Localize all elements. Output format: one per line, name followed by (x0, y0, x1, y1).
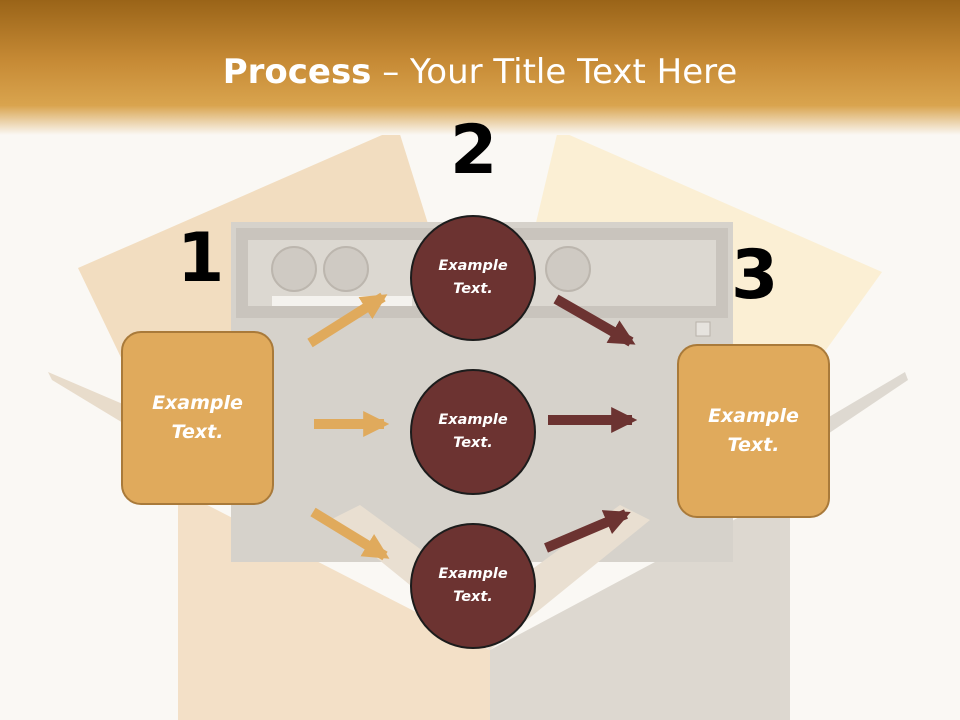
middle-circle-text: Example Text. (438, 412, 508, 451)
step-number-1: 1 (177, 219, 225, 298)
header-band (0, 0, 960, 135)
step-number-3: 3 (731, 236, 779, 315)
top-circle[interactable]: Example Text. (410, 215, 536, 341)
slide-title: Process – Your Title Text Here (0, 52, 960, 92)
arrow-left-to-top (307, 292, 388, 348)
right-text-box[interactable]: Example Text. (677, 344, 830, 518)
title-rest: – Your Title Text Here (371, 52, 738, 92)
left-box-text: Example Text. (152, 392, 243, 443)
step-number-2: 2 (450, 111, 498, 190)
title-bold: Process (222, 52, 372, 92)
bottom-circle[interactable]: Example Text. (410, 523, 536, 649)
top-circle-text: Example Text. (438, 258, 508, 297)
middle-circle[interactable]: Example Text. (410, 369, 536, 495)
arrow-left-to-bottom (310, 507, 390, 561)
left-text-box[interactable]: Example Text. (121, 331, 274, 505)
bottom-circle-text: Example Text. (438, 566, 508, 605)
arrow-top-to-right (553, 294, 636, 347)
arrow-bottom-to-right (544, 509, 631, 553)
right-box-text: Example Text. (708, 405, 799, 456)
